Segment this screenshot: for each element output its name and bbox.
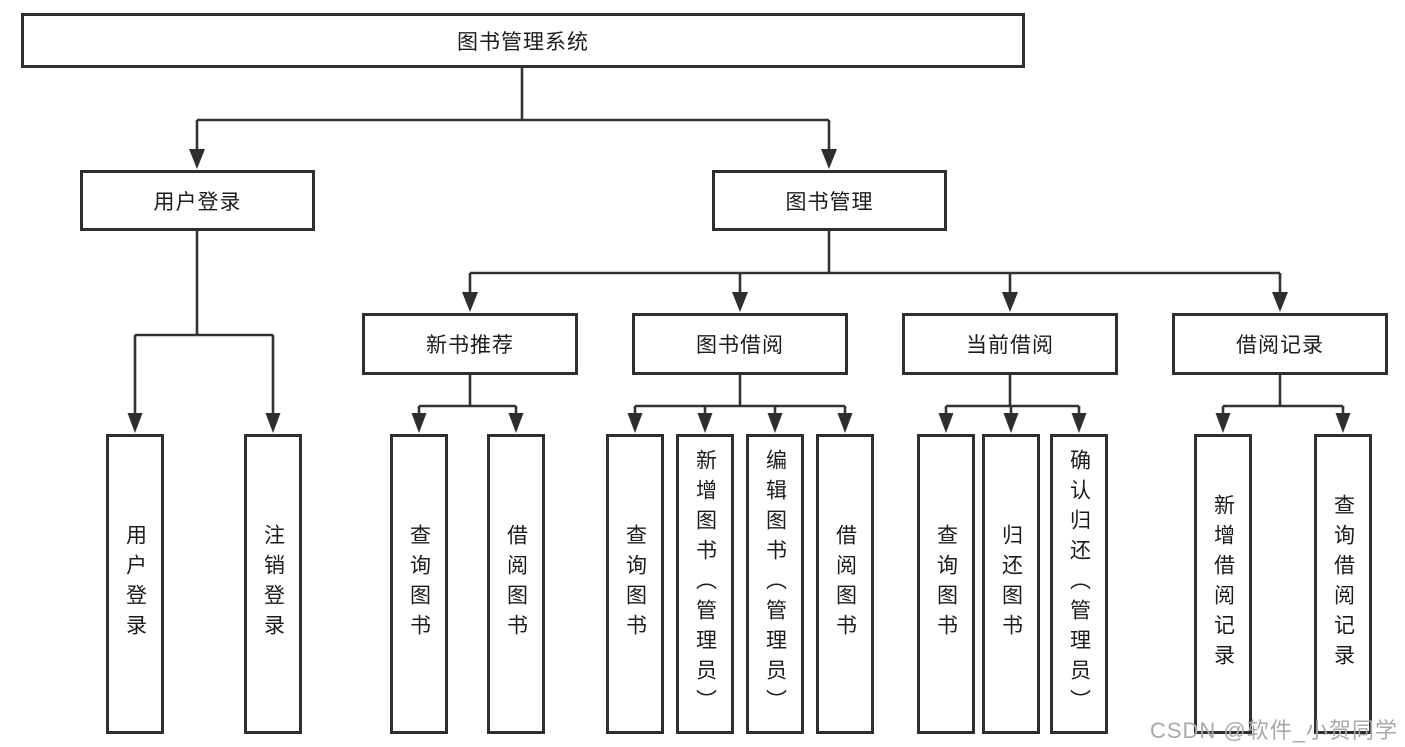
node-branch-book-management: 图书管理 <box>712 170 947 231</box>
arrowhead <box>697 413 713 433</box>
leaf-add-borrow-record: 新增借阅记录 <box>1194 434 1252 734</box>
connector-book-borrow-children <box>633 374 847 415</box>
node-label: 编辑图书（管理员） <box>763 449 787 719</box>
node-label: 图书管理 <box>785 190 874 214</box>
node-label: 注销登录 <box>261 524 285 644</box>
arrowhead <box>1003 413 1019 433</box>
connector-borrow-record-children <box>1221 374 1345 415</box>
node-label: 图书借阅 <box>696 334 784 357</box>
leaf-query-books-recommend: 查询图书 <box>390 434 448 734</box>
arrowhead <box>1215 413 1231 433</box>
node-label: 借阅记录 <box>1236 334 1324 357</box>
arrowhead <box>1002 292 1018 312</box>
connector-user-login-children <box>133 230 275 415</box>
leaf-user-login: 用户登录 <box>106 434 164 734</box>
leaf-logout: 注销登录 <box>244 434 302 734</box>
leaf-confirm-return-admin: 确认归还（管理员） <box>1050 434 1108 734</box>
node-label: 借阅图书 <box>504 524 528 644</box>
leaf-borrow-books: 借阅图书 <box>816 434 874 734</box>
connector-root-to-level2 <box>195 66 831 151</box>
csdn-watermark: CSDN @软件_小贺同学 <box>1149 718 1398 743</box>
leaf-borrow-books-recommend: 借阅图书 <box>487 434 545 734</box>
node-section-borrow-records: 借阅记录 <box>1172 313 1388 375</box>
node-label: 查询借阅记录 <box>1331 494 1355 674</box>
leaf-query-books-borrow: 查询图书 <box>606 434 664 734</box>
node-label: 用户登录 <box>123 524 147 644</box>
leaf-add-book-admin: 新增图书（管理员） <box>676 434 734 734</box>
arrowhead <box>821 149 837 169</box>
node-label: 图书管理系统 <box>457 30 589 54</box>
node-root-library-system: 图书管理系统 <box>21 13 1025 68</box>
arrowhead <box>508 413 524 433</box>
node-label: 新增图书（管理员） <box>693 449 717 719</box>
node-branch-user-login: 用户登录 <box>80 170 315 231</box>
leaf-edit-book-admin: 编辑图书（管理员） <box>746 434 804 734</box>
arrowhead <box>767 413 783 433</box>
node-label: 归还图书 <box>999 524 1023 644</box>
node-label: 查询图书 <box>934 524 958 644</box>
node-label: 用户登录 <box>153 190 242 214</box>
node-label: 确认归还（管理员） <box>1067 449 1091 719</box>
arrowhead <box>189 149 205 169</box>
arrowheads <box>127 149 1351 433</box>
node-label: 新书推荐 <box>426 334 514 357</box>
node-label: 查询图书 <box>623 524 647 644</box>
leaf-query-books-current: 查询图书 <box>917 434 975 734</box>
node-label: 当前借阅 <box>966 334 1054 357</box>
arrowhead <box>265 413 281 433</box>
node-section-current-borrow: 当前借阅 <box>902 313 1118 375</box>
node-label: 查询图书 <box>407 524 431 644</box>
leaf-query-borrow-record: 查询借阅记录 <box>1314 434 1372 734</box>
arrowhead <box>462 292 478 312</box>
node-section-new-book-recommend: 新书推荐 <box>362 313 578 375</box>
arrowhead <box>127 413 143 433</box>
node-label: 借阅图书 <box>833 524 857 644</box>
arrowhead <box>627 413 643 433</box>
node-label: 新增借阅记录 <box>1211 494 1235 674</box>
node-section-book-borrow: 图书借阅 <box>632 313 848 375</box>
arrowhead <box>1071 413 1087 433</box>
arrowhead <box>837 413 853 433</box>
arrowhead <box>938 413 954 433</box>
connector-new-book-children <box>417 374 518 415</box>
connector-book-management-sections <box>468 230 1282 294</box>
connector-current-borrow-children <box>944 374 1081 415</box>
arrowhead <box>732 292 748 312</box>
arrowhead <box>411 413 427 433</box>
leaf-return-book: 归还图书 <box>982 434 1040 734</box>
arrowhead <box>1335 413 1351 433</box>
arrowhead <box>1272 292 1288 312</box>
